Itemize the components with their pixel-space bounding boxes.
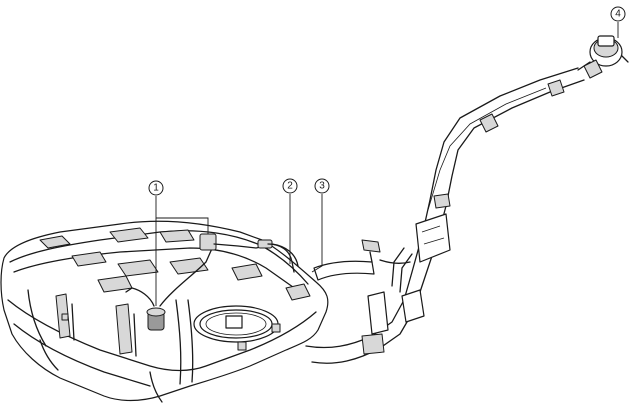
callout-2: 2 (282, 178, 298, 194)
filler-cap (577, 35, 629, 79)
callout-3: 3 (314, 178, 330, 194)
filler-pipe (305, 67, 585, 364)
vapor-hose (313, 239, 411, 281)
fuel-line (125, 233, 299, 307)
callout-4-label: 4 (615, 9, 621, 20)
fuel-tank (0, 220, 329, 403)
callout-leaders (155, 22, 619, 306)
callout-4: 4 (610, 6, 626, 22)
callout-1-label: 1 (153, 183, 159, 194)
callout-3-label: 3 (319, 181, 325, 192)
fuel-pump-assembly (146, 307, 166, 331)
callout-2-label: 2 (287, 181, 293, 192)
callout-1: 1 (148, 180, 164, 196)
